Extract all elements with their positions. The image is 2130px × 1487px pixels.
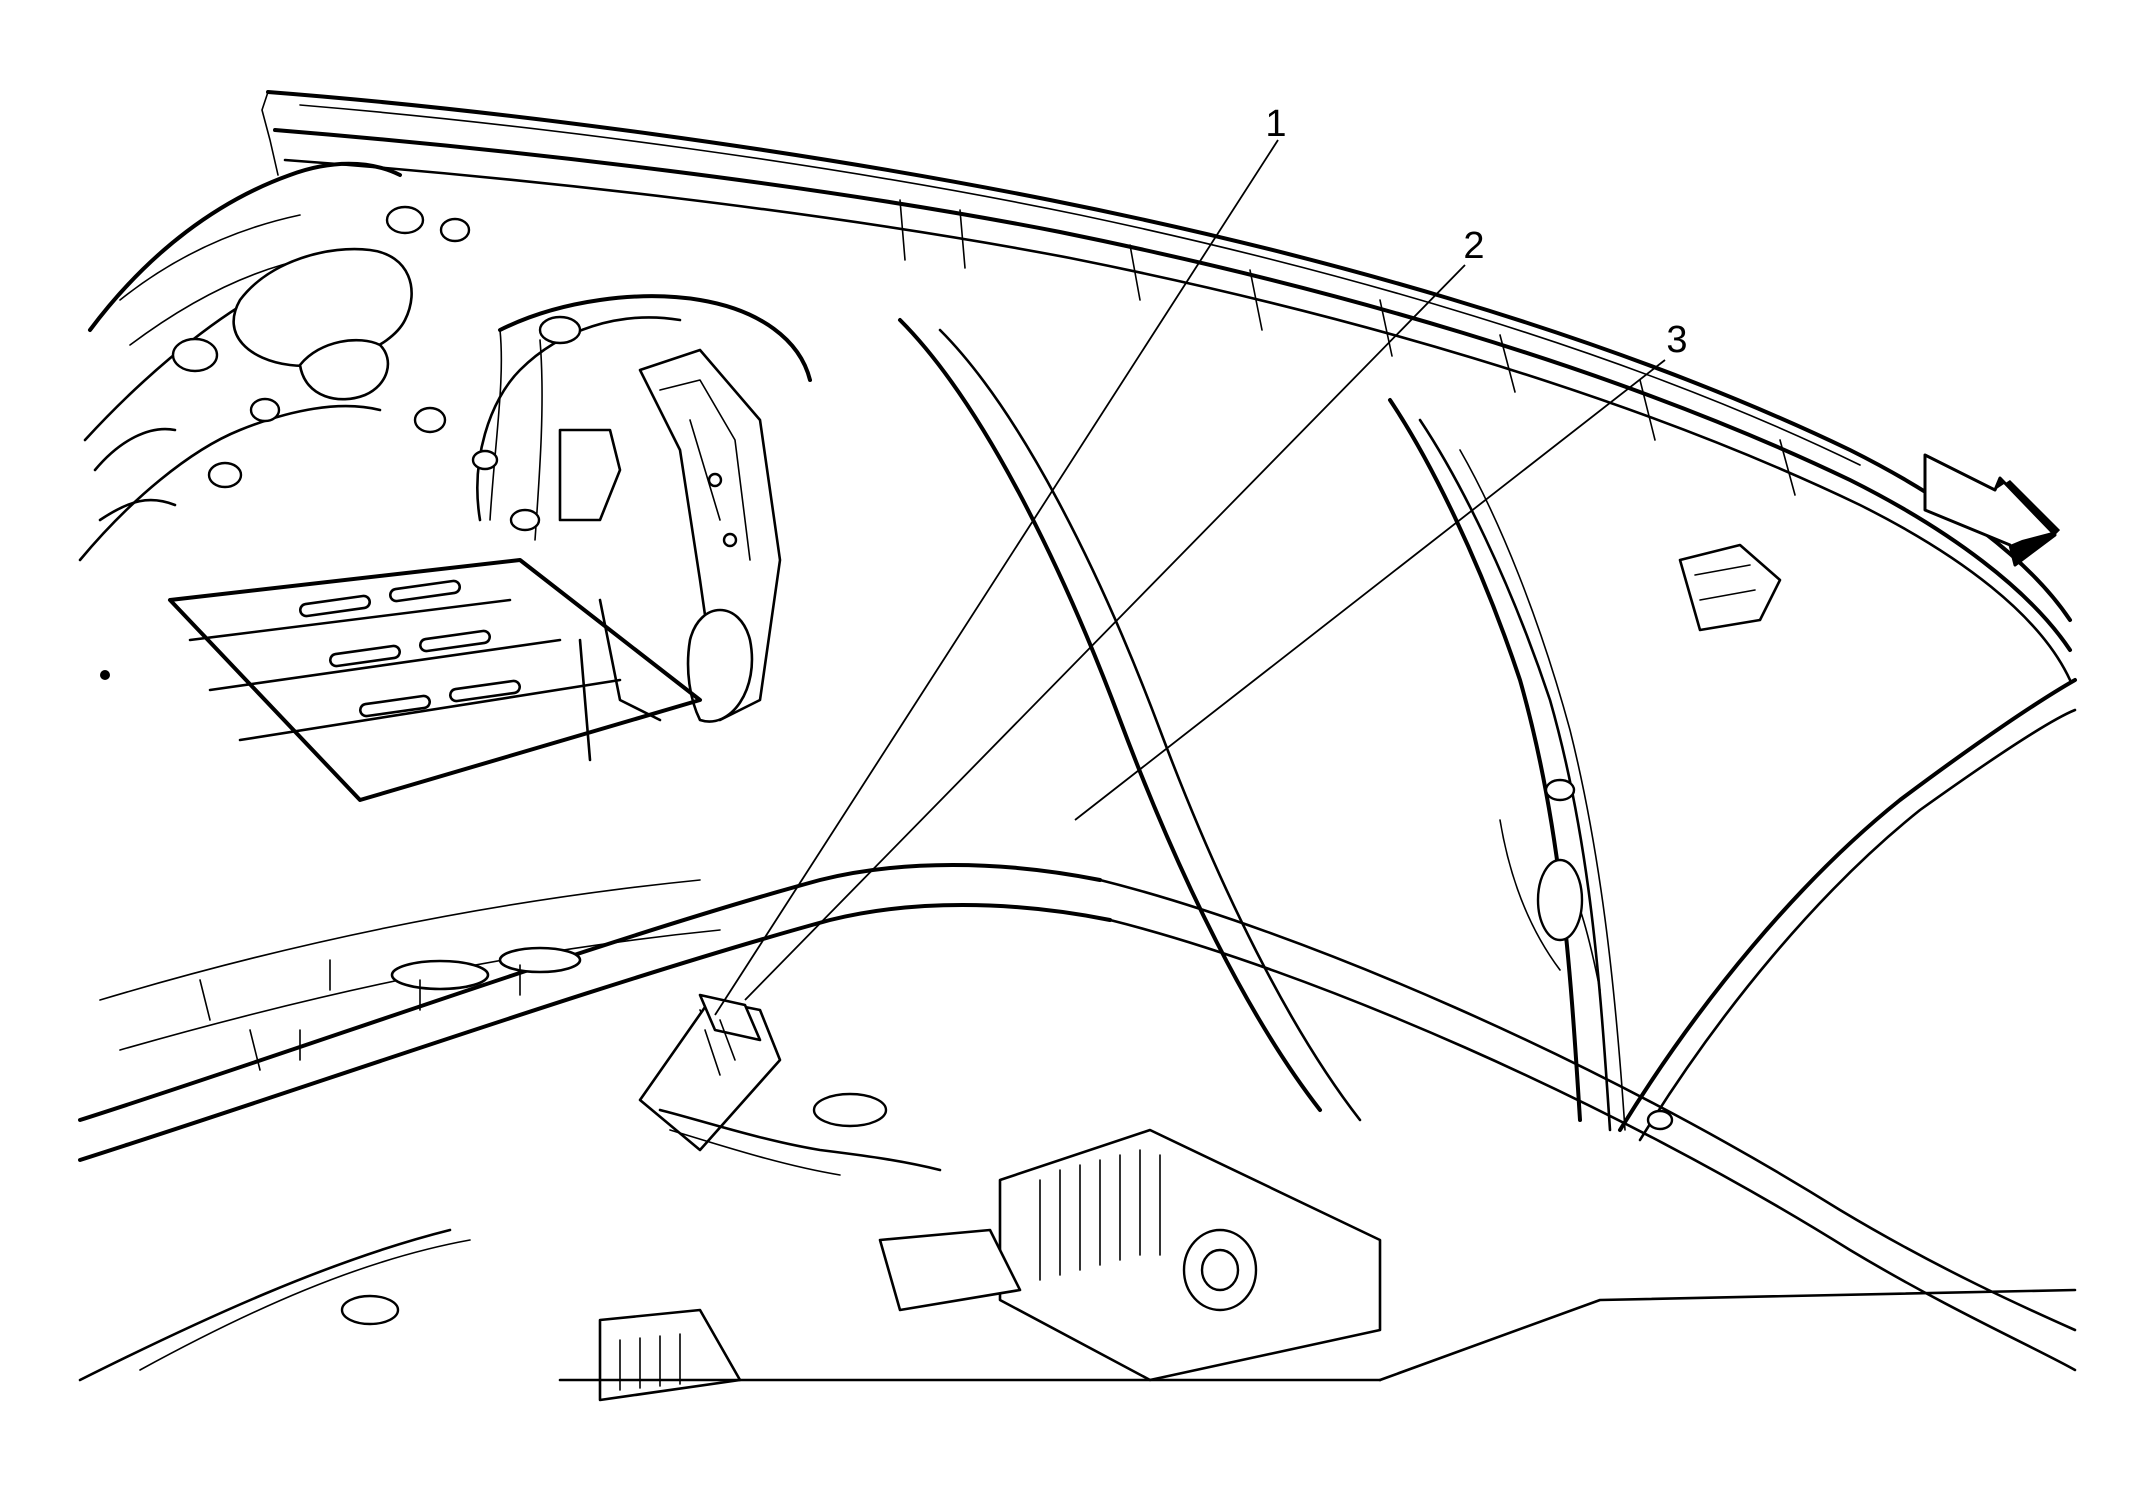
leader-line-3 (1074, 359, 1666, 821)
bottom-frame-rails (78, 1228, 2077, 1382)
rear-package-shelf (100, 558, 702, 802)
forward-arrow-icon (1923, 453, 2060, 567)
c-pillar-inner-structure (413, 294, 812, 762)
rear-door-opening (898, 318, 2077, 1142)
leader-line-1 (714, 139, 1279, 1016)
callout-1: 1 (1265, 103, 1286, 145)
callout-3: 3 (1666, 319, 1687, 361)
roof-rail (261, 90, 2072, 682)
callout-2: 2 (1463, 225, 1484, 267)
rear-quarter-inner-panel (78, 161, 471, 562)
leader-line-2 (744, 264, 1466, 1001)
callout-leaders (714, 139, 1666, 1016)
rear-crossmember-ribbed (558, 1128, 1382, 1402)
control-module (638, 993, 942, 1176)
